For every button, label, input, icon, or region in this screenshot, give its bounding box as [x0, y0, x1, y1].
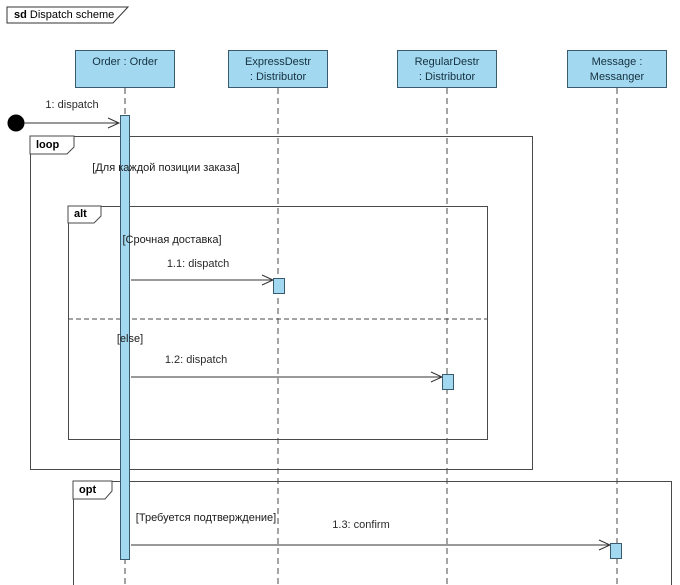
opt-fragment — [73, 481, 672, 585]
diagram-title-keyword: sd — [14, 9, 27, 21]
lifeline-head-regulardestr: RegularDestr : Distributor — [397, 50, 497, 88]
activation-messenger — [610, 543, 622, 559]
activation-expressdestr — [273, 278, 285, 294]
lifeline-head-regulardestr-label-line2: : Distributor — [418, 71, 476, 83]
lifeline-head-expressdestr: ExpressDestr : Distributor — [228, 50, 328, 88]
lifeline-head-messenger-label-line2: Messanger — [589, 71, 645, 83]
activation-regulardestr — [442, 374, 454, 390]
message-1-1-label: 1.1: dispatch — [166, 258, 230, 270]
diagram-title-name: Dispatch scheme — [29, 9, 115, 21]
lifeline-head-messenger-label-line1: Message : — [591, 56, 643, 68]
lifeline-head-regulardestr-label-line1: RegularDestr — [414, 56, 480, 68]
alt-guard-else: [else] — [116, 333, 144, 345]
message-1-arrowhead-icon — [107, 117, 121, 129]
opt-guard: [Требуется подтверждение] — [135, 512, 277, 524]
lifeline-head-order-label: Order : Order — [92, 56, 158, 68]
alt-operator-label: alt — [74, 208, 87, 220]
loop-guard: [Для каждой позиции заказа] — [92, 162, 240, 174]
message-1-label: 1: dispatch — [45, 99, 99, 111]
loop-fragment — [30, 136, 533, 470]
diagram-title: sd Dispatch scheme — [14, 9, 114, 22]
message-1-3-label: 1.3: confirm — [332, 519, 390, 531]
lifeline-head-expressdestr-label-line1: ExpressDestr — [244, 56, 312, 68]
lifeline-head-expressdestr-label-line2: : Distributor — [249, 71, 307, 83]
initial-node-icon — [7, 114, 25, 132]
loop-operator-label: loop — [36, 139, 60, 151]
lifeline-head-messenger: Message : Messanger — [567, 50, 667, 88]
alt-guard-then: [Срочная доставка] — [122, 234, 222, 246]
lifeline-head-order: Order : Order — [75, 50, 175, 88]
message-1-2-label: 1.2: dispatch — [164, 354, 228, 366]
opt-operator-label: opt — [79, 484, 97, 496]
